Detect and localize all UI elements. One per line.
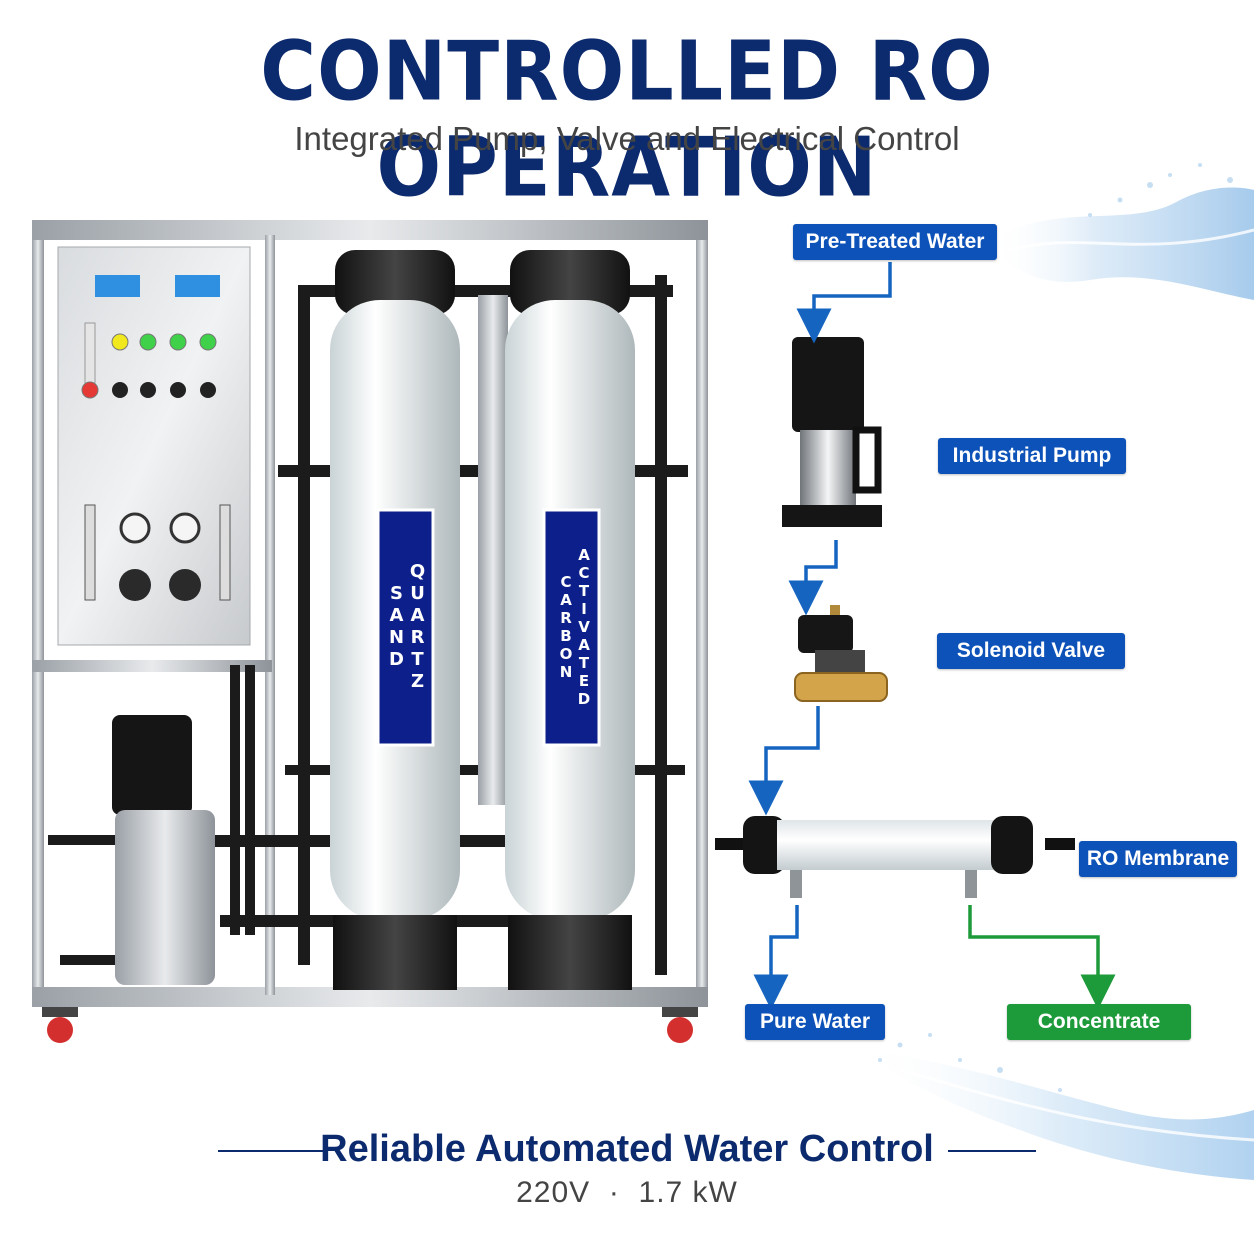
page-title: CONTROLLED RO OPERATION	[260, 22, 994, 216]
tank-label-quartz-sand: QUARTZ SAND	[386, 561, 428, 693]
label-concentrate-water: Concentrate Water	[1007, 1004, 1191, 1069]
label-ro-membrane: RO Membrane	[1079, 841, 1237, 877]
industrial-pump-icon	[782, 337, 882, 527]
label-pre-treated-water: Pre-Treated Water	[793, 224, 997, 260]
footer-title: Reliable Automated Water Control	[320, 1128, 934, 1170]
footer-rule-left	[218, 1150, 326, 1152]
label-pure-water: Pure Water	[745, 1004, 885, 1040]
ro-machine-illustration	[32, 220, 708, 1043]
tank-label-activated-carbon: ACTIVATED CARBON	[557, 546, 593, 708]
label-industrial-pump: Industrial Pump	[938, 438, 1126, 474]
solenoid-valve-icon	[794, 605, 888, 702]
footer-spec: 220V · 1.7 kW	[516, 1176, 738, 1209]
ro-membrane-icon	[715, 816, 1075, 898]
page-subtitle: Integrated Pump, Valve and Electrical Co…	[294, 120, 960, 157]
footer-rule-right	[948, 1150, 1036, 1152]
label-solenoid-valve: Solenoid Valve	[937, 633, 1125, 669]
